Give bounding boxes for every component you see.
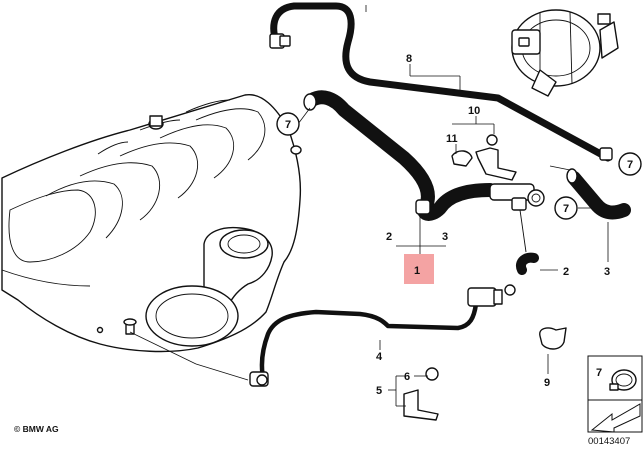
legend-box: 7 <box>587 355 643 433</box>
hose-4 <box>249 284 516 387</box>
brake-booster <box>511 9 619 97</box>
callout-2-right: 2 <box>563 266 569 278</box>
clip-9 <box>539 327 567 350</box>
bracket-5 <box>403 367 439 421</box>
svg-text:7: 7 <box>627 159 633 171</box>
callout-4: 4 <box>376 351 383 363</box>
intake-manifold <box>1 94 302 353</box>
reference-circle-top-left: 7 <box>276 112 300 136</box>
callout-9: 9 <box>544 377 550 389</box>
check-valve <box>415 183 545 215</box>
callout-2-left: 2 <box>386 231 392 243</box>
copyright-text: © BMW AG <box>14 424 59 434</box>
legend-number: 7 <box>596 367 602 379</box>
callout-8: 8 <box>406 53 412 65</box>
hose-8 <box>269 2 613 162</box>
callout-numbers: 8 10 11 2 3 1 2 3 4 6 5 9 <box>376 53 610 397</box>
arrow-icon <box>590 403 641 433</box>
callout-1: 1 <box>414 265 420 277</box>
bracket-10 <box>451 134 517 181</box>
callout-10: 10 <box>468 105 480 117</box>
callout-6: 6 <box>404 371 410 383</box>
callout-1-highlight <box>404 254 434 284</box>
hose-clamp-icon <box>609 369 637 391</box>
svg-text:7: 7 <box>563 203 569 215</box>
reference-circle-middle: 7 <box>554 196 578 220</box>
svg-text:7: 7 <box>285 119 291 131</box>
diagram-number: 00143407 <box>588 436 630 447</box>
callout-5: 5 <box>376 385 382 397</box>
reference-circle-right: 7 <box>618 152 642 176</box>
callout-11: 11 <box>446 133 458 145</box>
callout-3-left: 3 <box>442 231 448 243</box>
callout-3-right: 3 <box>604 266 610 278</box>
leader-lines <box>129 5 609 407</box>
hose-2 <box>516 209 539 275</box>
